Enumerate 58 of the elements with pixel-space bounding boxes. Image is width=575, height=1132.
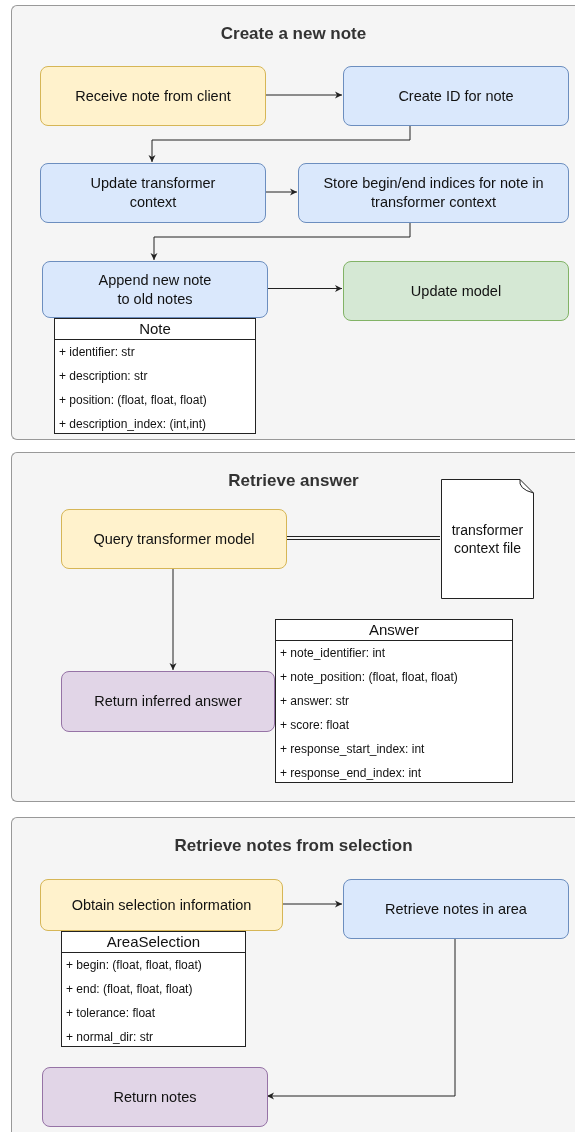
class-attribute: + description: str [58,368,149,385]
step-label: Return notes [113,1087,197,1107]
arrow [281,900,343,908]
step-label: Query transformer model [93,529,255,549]
document-label: transformer context file [450,521,525,558]
panel-title: Retrieve answer [227,471,360,491]
process-box [298,163,569,223]
step-label: Update transformer context [89,174,217,212]
class-box [54,318,256,434]
class-attribute: + identifier: str [58,344,136,361]
class-attribute: + answer: str [279,693,351,710]
process-box [42,261,268,318]
process-box [42,1067,268,1127]
class-box [61,931,246,1047]
step-label: Store begin/end indices for note in transformer context [322,174,545,212]
class-attribute: + response_start_index: int [279,741,426,758]
panel-title: Create a new note [219,24,368,44]
process-box [343,879,569,939]
process-box [343,66,569,126]
class-name: AreaSelection [62,932,245,953]
class-box [275,619,513,783]
class-name: Answer [276,620,512,641]
class-attribute: + description_index: (int,int) [58,416,208,433]
class-attribute: + normal_dir: str [65,1029,155,1046]
arrow [264,188,298,196]
step-label: Append new note to old notes [97,270,213,309]
process-box [40,163,266,223]
class-attribute: + response_end_index: int [279,765,423,782]
step-label: Obtain selection information [71,895,252,915]
arrow [264,91,343,99]
process-box [40,879,283,931]
class-attribute: + score: float [279,717,351,734]
step-label: Return inferred answer [94,692,242,711]
arrow [266,937,456,1100]
class-attribute: + note_position: (float, float, float) [279,669,459,686]
group-panel [11,452,575,802]
step-label: Create ID for note [398,86,514,106]
process-box [61,509,287,569]
class-attribute: + note_identifier: int [279,645,387,662]
class-attribute: + position: (float, float, float) [58,392,208,409]
class-name: Note [55,319,255,340]
arrow [266,285,343,292]
arrow [150,221,411,261]
process-box [61,671,275,732]
group-panel [11,5,575,440]
process-box [40,66,266,126]
class-attribute: + tolerance: float [65,1005,157,1022]
arrow [148,124,411,163]
step-label: Update model [410,281,502,301]
group-panel [11,817,575,1132]
class-attribute: + end: (float, float, float) [65,981,194,998]
step-label: Retrieve notes in area [385,899,527,919]
double-line [285,536,441,540]
panel-title: Retrieve notes from selection [173,836,414,856]
process-box [343,261,569,321]
step-label: Receive note from client [75,86,231,106]
arrow [169,567,177,671]
class-attribute: + begin: (float, float, float) [65,957,203,974]
